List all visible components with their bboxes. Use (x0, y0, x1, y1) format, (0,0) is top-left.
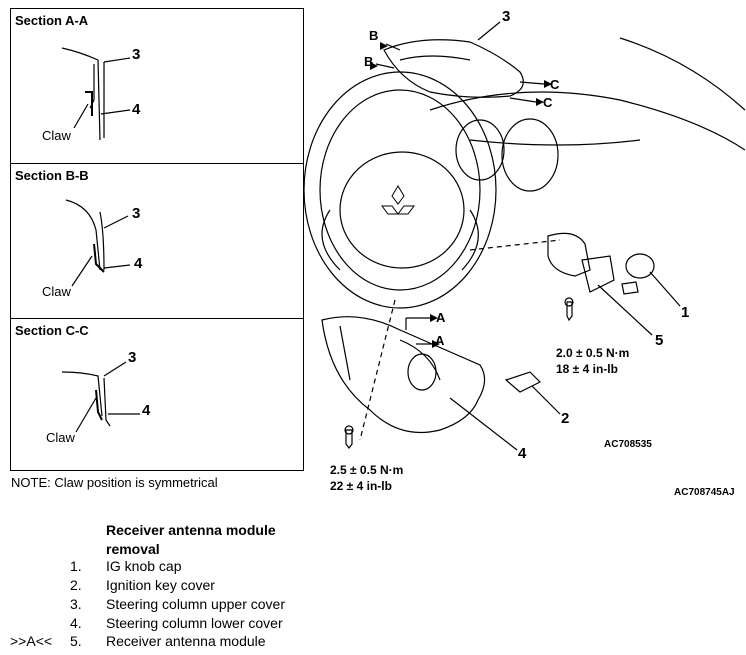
procedure-item-text: IG knob cap (106, 558, 182, 574)
section-c-c-part-4: 4 (142, 402, 151, 419)
torque-lower-nm: 2.5 ± 0.5 N·m (330, 463, 404, 477)
view-label-c-upper: C (550, 77, 560, 92)
section-c-c-claw-label: Claw (46, 430, 75, 445)
procedure-item-2: 2. Ignition key cover (70, 577, 215, 593)
procedure-item-3: 3. Steering column upper cover (70, 596, 285, 612)
section-a-a-part-3: 3 (132, 46, 141, 63)
procedure-item-5: >>A<< 5. Receiver antenna module (10, 633, 266, 649)
procedure-item-1: 1. IG knob cap (70, 558, 182, 574)
callout-3: 3 (502, 8, 511, 25)
section-a-a-claw-label: Claw (42, 128, 71, 143)
view-label-a-lower: A (435, 333, 445, 348)
figure-code-outer: AC708745AJ (674, 487, 735, 498)
callout-4: 4 (518, 445, 527, 462)
claw-note: NOTE: Claw position is symmetrical (11, 475, 218, 490)
section-c-c-box: Section C-C (10, 318, 304, 471)
torque-spec-upper: 2.0 ± 0.5 N·m 18 ± 4 in-lb (556, 345, 629, 377)
view-label-b-upper: B (369, 28, 379, 43)
procedure-item-number: 1. (70, 558, 82, 574)
section-b-b-part-4: 4 (134, 255, 143, 272)
torque-upper-inlb: 18 ± 4 in-lb (556, 362, 618, 376)
procedure-item-number: 2. (70, 577, 82, 593)
procedure-item-text: Steering column upper cover (106, 596, 285, 612)
procedure-title: Receiver antenna module removal (106, 522, 276, 557)
figure-code-inner: AC708535 (604, 439, 652, 450)
callout-2: 2 (561, 410, 570, 427)
procedure-reference-marker: >>A<< (10, 633, 53, 649)
section-c-c-title: Section C-C (15, 323, 89, 338)
procedure-item-text: Ignition key cover (106, 577, 215, 593)
section-b-b-title: Section B-B (15, 168, 89, 183)
view-label-b-lower: B (364, 54, 374, 69)
section-a-a-part-4: 4 (132, 101, 141, 118)
view-label-c-lower: C (543, 95, 553, 110)
section-a-a-title: Section A-A (15, 13, 89, 28)
procedure-item-number: 4. (70, 615, 82, 631)
callout-5: 5 (655, 332, 664, 349)
view-label-a-upper: A (436, 310, 446, 325)
section-c-c-part-3: 3 (128, 349, 137, 366)
section-b-b-part-3: 3 (132, 205, 141, 222)
torque-lower-inlb: 22 ± 4 in-lb (330, 479, 392, 493)
section-b-b-claw-label: Claw (42, 284, 71, 299)
procedure-item-number: 5. (70, 633, 82, 649)
torque-upper-nm: 2.0 ± 0.5 N·m (556, 346, 630, 360)
callout-1: 1 (681, 304, 690, 321)
procedure-item-text: Receiver antenna module (106, 633, 266, 649)
procedure-item-number: 3. (70, 596, 82, 612)
torque-spec-lower: 2.5 ± 0.5 N·m 22 ± 4 in-lb (330, 462, 403, 494)
procedure-item-text: Steering column lower cover (106, 615, 283, 631)
procedure-item-4: 4. Steering column lower cover (70, 615, 283, 631)
